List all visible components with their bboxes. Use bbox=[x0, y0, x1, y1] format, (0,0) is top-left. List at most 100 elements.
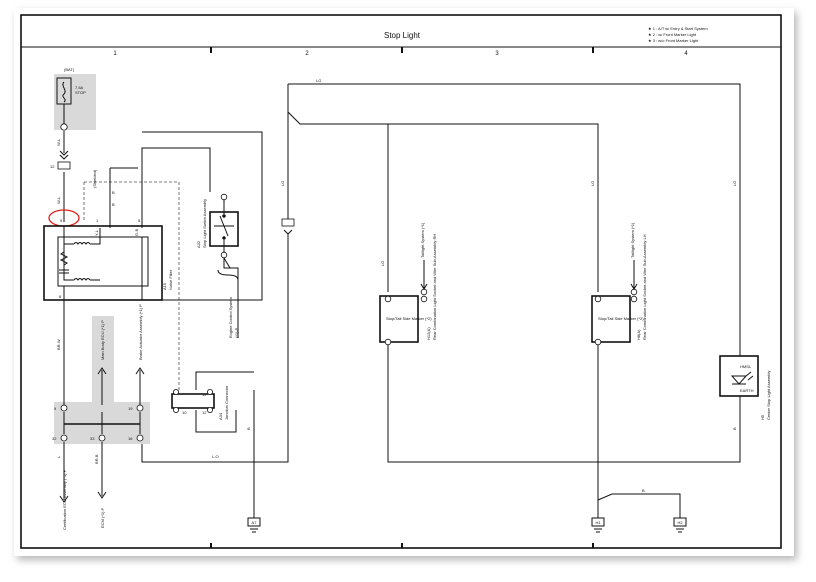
arrow-ecm bbox=[97, 491, 107, 499]
engine-ctrl-code: (*1) P bbox=[234, 327, 239, 338]
wire-label-b4: B bbox=[246, 427, 251, 430]
fuse-terminal bbox=[60, 123, 68, 131]
wire-main-body bbox=[97, 367, 107, 496]
wire-label-l-o: L-O bbox=[212, 454, 219, 459]
ecm-label: ECM (*1) P bbox=[100, 507, 105, 528]
junction-12 bbox=[57, 161, 71, 170]
ground-h2 bbox=[673, 517, 687, 533]
rear-lamp-rh-name: Rear Combination Light Socket and Wire S… bbox=[432, 234, 437, 340]
conn-33-label: 33 bbox=[90, 436, 95, 441]
shielded-label: (Shielded) bbox=[92, 169, 97, 188]
switch-to-engine bbox=[223, 257, 239, 338]
junction-id: A34 bbox=[218, 412, 223, 420]
rear-lamp-rh-pin-a bbox=[420, 288, 428, 296]
ground-h1-label: H1 bbox=[595, 520, 601, 525]
fuse-shade bbox=[54, 74, 96, 130]
junction-a34-box bbox=[171, 393, 215, 409]
hmsl-led-icon bbox=[730, 371, 754, 385]
connector-chevron bbox=[59, 150, 69, 160]
wire-label-b2: B bbox=[112, 202, 115, 207]
pin-1-label: 1 bbox=[96, 218, 99, 223]
hmsl-box bbox=[719, 355, 759, 397]
switch-terminal-bottom bbox=[220, 251, 228, 259]
rear-lamp-rh-box bbox=[379, 295, 419, 343]
conn-19 bbox=[136, 404, 144, 412]
wire-label-b3: B bbox=[732, 427, 737, 430]
ground-a7 bbox=[247, 517, 261, 533]
hmsl-id: H5 bbox=[760, 414, 765, 420]
rear-lamp-lh-inner: Stop/Tail Side Marker (*2) bbox=[598, 316, 644, 321]
brake-label: Brake Actuator Assembly (*1) P bbox=[138, 304, 143, 360]
noise-filter-outer bbox=[43, 225, 163, 301]
switch-id: A32 bbox=[196, 240, 201, 248]
hmsl-earth: EARTH bbox=[740, 388, 754, 393]
column-ticks bbox=[210, 47, 594, 548]
rear-lamp-lh-name: Rear Combination Light Socket and Wire S… bbox=[642, 234, 647, 340]
pin-5-label: 5 bbox=[138, 218, 141, 223]
shielded-dashed-line bbox=[83, 181, 180, 390]
switch-symbol bbox=[214, 200, 234, 252]
rear-lamp-rh-pin-bottom bbox=[384, 338, 392, 346]
fuse-name: STOP bbox=[75, 90, 86, 95]
wire-label-br-b: BR-B bbox=[94, 454, 99, 464]
diagram-title: Stop Light bbox=[384, 31, 421, 40]
column-4-label: 4 bbox=[684, 51, 688, 57]
wire-switch-loop bbox=[110, 131, 263, 301]
note-2: ★ 2 : w/ Front Marker Light bbox=[648, 32, 697, 37]
wire-label-lg-d: LG bbox=[732, 181, 737, 186]
wire-label-w-l: W-L bbox=[56, 138, 61, 146]
fuse-icon bbox=[62, 81, 66, 103]
taillight-lh-label: Taillight System (*1) bbox=[630, 222, 635, 258]
conn-32 bbox=[60, 434, 68, 442]
conn-33 bbox=[98, 434, 106, 442]
hmsl-name: Center Stop Light Assembly bbox=[766, 371, 771, 420]
wire-col2-down bbox=[141, 234, 289, 463]
rear-lamp-rh-pin-b bbox=[420, 295, 428, 303]
junction-pin-10-label: 10 bbox=[182, 410, 187, 415]
filter-internals bbox=[59, 226, 101, 300]
cert-ecu-label: Certification ECU Assembly (*1) P bbox=[62, 469, 67, 530]
rear-lamp-lh-box bbox=[591, 295, 631, 343]
wire-label-l: L bbox=[56, 455, 61, 458]
wire-label-br-w: BR-W bbox=[56, 339, 61, 350]
fuse-rating: 7.5A bbox=[75, 85, 84, 90]
junction-pin-11-label: 11 bbox=[202, 392, 207, 397]
main-body-label: Main Body ECU (*1) P bbox=[100, 320, 105, 360]
junction-pin-8 bbox=[172, 388, 179, 395]
wire-label-lg-c: LG bbox=[590, 181, 595, 186]
wire-label-g-b: G-B bbox=[134, 229, 139, 236]
wire-to-switch bbox=[109, 147, 211, 228]
switch-name: Stop Light Switch Assembly bbox=[202, 199, 207, 248]
conn-32-label: 32 bbox=[52, 436, 57, 441]
column-3-label: 3 bbox=[495, 51, 499, 57]
paper-sheet bbox=[14, 8, 794, 556]
wire-junction bbox=[195, 371, 255, 518]
ground-a7-label: A7 bbox=[252, 520, 258, 525]
conn-19-label: 19 bbox=[128, 406, 133, 411]
taillight-rh-label: Taillight System (*1) bbox=[420, 222, 425, 258]
taillight-lh-wire bbox=[630, 260, 638, 290]
junction-pin-11 bbox=[206, 388, 213, 395]
rear-lamp-lh-pin-bottom bbox=[594, 338, 602, 346]
wire-label-lg-a: LG bbox=[280, 181, 285, 186]
lower-shade-vert bbox=[92, 316, 114, 402]
wire-lg-top bbox=[287, 83, 741, 356]
conn-9-label: 9 bbox=[54, 406, 57, 411]
note-3: ★ 3 : w/o Front Marker Light bbox=[648, 38, 699, 43]
conn-16 bbox=[136, 434, 144, 442]
filter-name: Noise Filter bbox=[168, 269, 173, 290]
engine-ctrl-label: Engine Control System bbox=[228, 296, 233, 338]
wire-label-lg-b: LG bbox=[380, 261, 385, 266]
arrow-cert bbox=[59, 495, 69, 503]
hmsl-label: HMSL bbox=[740, 364, 752, 369]
bat-label: (BAT) bbox=[64, 67, 75, 72]
conn-9 bbox=[60, 404, 68, 412]
wire-label-w-l-2: W-L bbox=[56, 196, 61, 204]
pin-8-label: 8 bbox=[59, 294, 62, 299]
rear-lamp-rh-inner: Stop/Tail Side Marker (*2) bbox=[386, 316, 432, 321]
junction-name: Junction Connector bbox=[224, 385, 229, 420]
rear-lamp-rh-pin-top bbox=[384, 295, 392, 303]
junction-12-label: 12 bbox=[50, 164, 55, 169]
